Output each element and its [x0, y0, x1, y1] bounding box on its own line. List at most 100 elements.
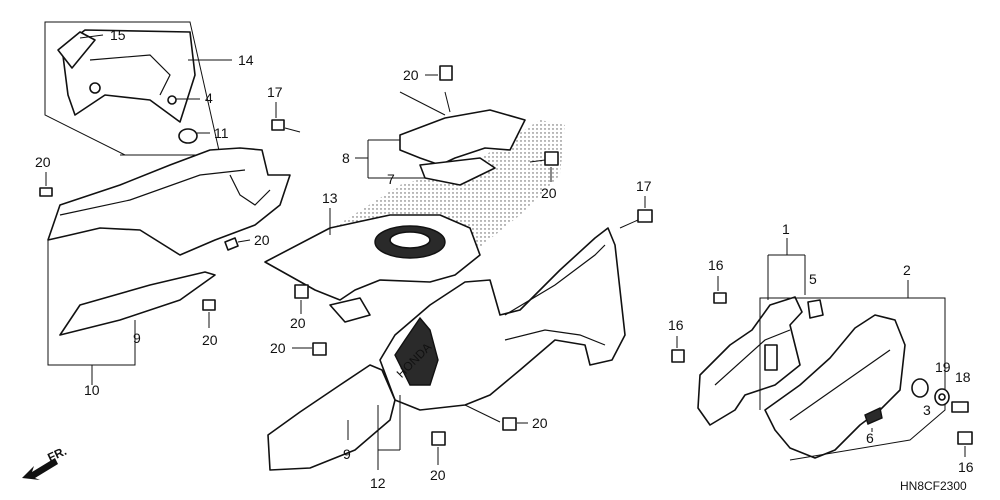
front-arrow-group: FR. — [22, 444, 69, 480]
center-side-cover-group: HONDA 12 9 — [267, 227, 626, 491]
nut-5-part — [807, 299, 824, 319]
fuel-cap-inner — [389, 231, 431, 249]
callout-5: 5 — [809, 271, 817, 287]
center-upper-group: 13 8 7 — [264, 91, 565, 323]
grommet-part — [178, 128, 198, 144]
heat-guard-inner-part — [697, 296, 803, 426]
callout-19: 19 — [935, 359, 951, 375]
hole-part — [89, 82, 101, 94]
bolt-16-part-c — [957, 431, 973, 445]
inner-cover-bracket — [329, 297, 371, 323]
callout-2: 2 — [903, 262, 911, 278]
screw-20-part-d — [439, 65, 453, 81]
callout-13: 13 — [322, 190, 338, 206]
leader-1 — [767, 238, 806, 300]
leader-15 — [79, 34, 104, 39]
callout-1: 1 — [782, 221, 790, 237]
callout-7: 7 — [387, 171, 395, 187]
washer-19-hole — [938, 393, 946, 401]
honda-wing-logo — [394, 316, 439, 386]
callout-20i: 20 — [532, 415, 548, 431]
screw-17-right-group: 17 — [619, 178, 653, 229]
screw-part-a — [39, 187, 53, 197]
front-arrow-icon — [22, 458, 58, 480]
callout-3: 3 — [923, 402, 931, 418]
bolt-16-part-a — [713, 292, 727, 304]
leader-17b-shaft — [619, 219, 639, 229]
heat-guard-slot — [764, 344, 778, 371]
detail-box-outline — [44, 21, 221, 156]
screw-part-b — [224, 237, 239, 251]
callout-20a: 20 — [35, 154, 51, 170]
diagram-code: HN8CF2300 — [900, 479, 967, 493]
inner-cover-rib — [89, 54, 171, 96]
bolt-18-part — [951, 401, 969, 413]
upper-panel-8-part — [399, 109, 526, 166]
inner-cover-part — [61, 29, 196, 123]
screw-20-center-group: 20 20 20 20 — [270, 284, 548, 483]
grommet-11-group: 11 — [178, 125, 229, 144]
heat-guard-inner-rib — [714, 329, 791, 386]
screw-20-right-group: 20 — [529, 151, 559, 201]
callout-16a: 16 — [708, 257, 724, 273]
callout-17b: 17 — [636, 178, 652, 194]
screw-20-top-group: 20 — [403, 65, 453, 83]
callout-12: 12 — [370, 475, 386, 491]
screw-20-part-f — [294, 284, 309, 299]
screw-20-part-e — [544, 151, 559, 166]
screw-20-part-i — [502, 417, 517, 431]
left-side-stripe-part — [59, 271, 216, 336]
screw-17-left-group: 17 — [267, 84, 301, 133]
clip-6-part — [864, 406, 883, 425]
center-side-cover-rib — [504, 244, 606, 316]
callout-20c: 20 — [202, 332, 218, 348]
callout-9b: 9 — [343, 446, 351, 462]
leader-20i-shaft — [464, 404, 501, 423]
callout-9a: 9 — [133, 330, 141, 346]
callout-20g: 20 — [270, 340, 286, 356]
callout-15: 15 — [110, 27, 126, 43]
callout-20d: 20 — [403, 67, 419, 83]
left-side-cover-part — [47, 147, 291, 256]
inner-cover-detail-group: 15 14 4 — [44, 21, 254, 156]
heat-guard-outer-part — [764, 314, 906, 459]
left-side-cover-rib — [59, 169, 246, 216]
clip-part — [57, 31, 96, 69]
center-side-cover-part — [379, 227, 626, 411]
left-side-cover-group: 10 9 — [47, 147, 291, 398]
collar-3-part — [911, 378, 929, 398]
leader-20b — [237, 239, 251, 243]
callout-20b: 20 — [254, 232, 270, 248]
callout-10: 10 — [84, 382, 100, 398]
callout-17a: 17 — [267, 84, 283, 100]
left-side-cover-recess — [229, 174, 271, 206]
leader-17a-shaft — [284, 127, 301, 133]
leader-20e — [529, 159, 546, 163]
callout-18: 18 — [955, 369, 971, 385]
nut-part — [167, 95, 177, 105]
heat-guard-group: 1 5 2 6 3 19 18 16 16 16 — [668, 221, 974, 475]
screw-part-c — [202, 299, 216, 311]
leader-8-top — [399, 91, 451, 116]
callout-11: 11 — [214, 125, 229, 141]
front-arrow-label: FR. — [45, 444, 68, 465]
callout-16c: 16 — [958, 459, 974, 475]
screw-20-part-h — [431, 431, 446, 446]
callout-16b: 16 — [668, 317, 684, 333]
callout-4: 4 — [205, 90, 213, 106]
upper-strip-7-part — [419, 157, 496, 186]
bolt-16-part-b — [671, 349, 685, 363]
screw-20-part-g — [312, 342, 327, 356]
leader-8-7 — [355, 139, 425, 179]
screw-17-part-b — [637, 209, 653, 223]
callout-6: 6 — [866, 430, 874, 446]
leader-12 — [377, 395, 401, 451]
callout-14: 14 — [238, 52, 254, 68]
screw-17-part-a — [271, 119, 285, 131]
center-side-cover-lower-rib — [504, 329, 606, 346]
screw-20-left-group: 20 20 20 — [35, 154, 270, 348]
callout-20e: 20 — [541, 185, 557, 201]
leader-2-box — [759, 297, 946, 461]
callout-20f: 20 — [290, 315, 306, 331]
